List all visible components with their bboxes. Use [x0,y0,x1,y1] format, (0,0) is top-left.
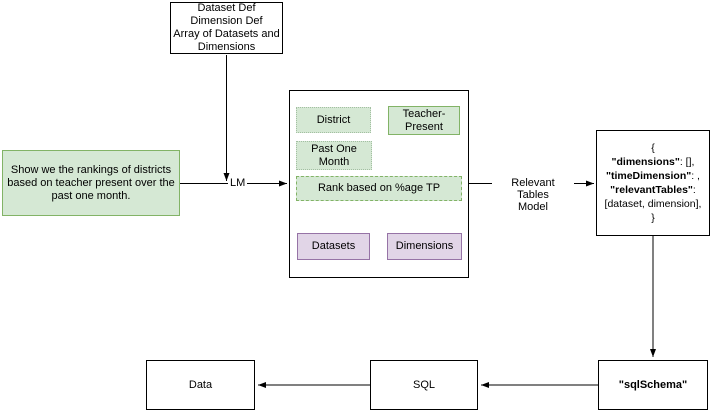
json-output-box: {"dimensions": [],"timeDimension": ,"rel… [596,130,710,236]
json-output-lines: {"dimensions": [],"timeDimension": ,"rel… [604,142,702,224]
user-query-box: Show we the rankings of districts based … [2,150,180,216]
teacher-present-box: Teacher- Present [388,106,460,135]
data-box: Data [146,360,255,410]
relevant-tables-edge-label: Relevant Tables Model [492,177,574,213]
lm-edge-label: LM [228,177,248,189]
datasets-box: Datasets [297,233,370,260]
definitions-box: Dataset Def Dimension Def Array of Datas… [170,2,283,54]
district-box: District [296,107,371,133]
past-one-month-box: Past One Month [296,141,372,170]
rank-box: Rank based on %age TP [296,176,462,201]
dimensions-box: Dimensions [387,233,462,260]
sqlschema-box: "sqlSchema" [598,360,708,410]
sql-box: SQL [370,360,478,410]
